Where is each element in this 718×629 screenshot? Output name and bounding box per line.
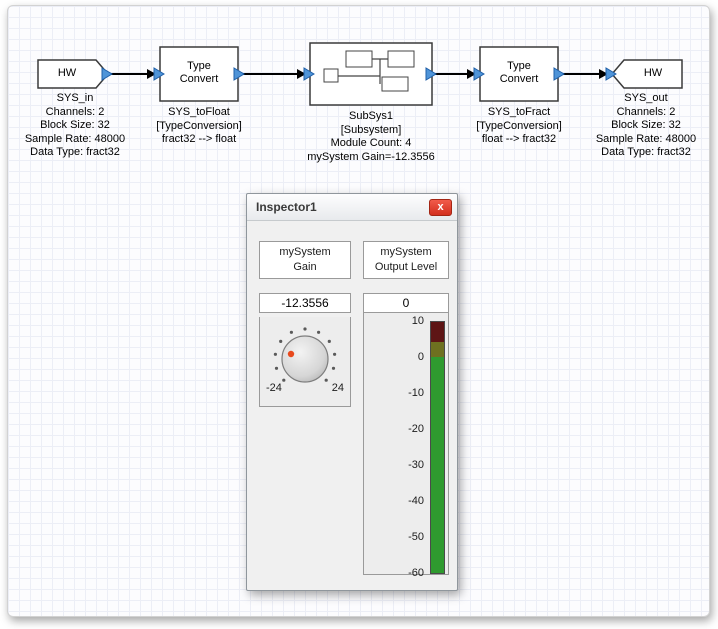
caption-line: SYS_toFract bbox=[487, 106, 551, 118]
input-pin-icon bbox=[473, 67, 485, 81]
knob-tick-dot bbox=[282, 378, 286, 382]
caption-line: Sample Rate: 48000 bbox=[595, 132, 697, 145]
output-level-value: 0 bbox=[363, 293, 449, 313]
output-level-panel: mySystem Output Level 0 10 0 -10 -20 -30… bbox=[363, 241, 449, 579]
caption-line: Channels: 2 bbox=[616, 105, 676, 118]
caption-line: float --> fract32 bbox=[481, 133, 557, 145]
type-convert-in-label: Type Convert bbox=[179, 60, 219, 85]
knob-tick-dot bbox=[303, 327, 307, 331]
meter-scale: 10 0 -10 -20 -30 -40 -50 -60 bbox=[364, 315, 424, 579]
meter-tick-label: 0 bbox=[417, 351, 424, 363]
knob-body[interactable] bbox=[281, 335, 329, 383]
knob-tick-dot bbox=[327, 339, 331, 343]
hw-input-caption: SYS_in Channels: 2 Block Size: 32 Sample… bbox=[10, 92, 140, 160]
caption-line: Data Type: fract32 bbox=[601, 146, 691, 158]
inspector-titlebar[interactable]: Inspector1 x bbox=[247, 194, 457, 221]
knob-tick-dot bbox=[279, 339, 283, 343]
caption-line: [Subsystem] bbox=[340, 123, 402, 136]
knob-tick-dot bbox=[333, 352, 337, 356]
level-meter-bar bbox=[430, 321, 445, 574]
inspector-window: Inspector1 x mySystem Gain -12.3556 bbox=[246, 193, 458, 591]
subsys-thumb-module bbox=[387, 50, 415, 68]
meter-tick-label: -60 bbox=[408, 567, 424, 579]
wire-arrow-icon bbox=[467, 69, 476, 79]
meter-tick-label: -20 bbox=[408, 423, 424, 435]
hw-input-block[interactable] bbox=[37, 59, 109, 89]
caption-line: Sample Rate: 48000 bbox=[24, 132, 126, 145]
meter-tick-label: 10 bbox=[411, 315, 424, 327]
wire-arrow-icon bbox=[599, 69, 608, 79]
caption-line: Block Size: 32 bbox=[40, 119, 110, 131]
gain-value-field[interactable]: -12.3556 bbox=[259, 293, 351, 313]
gain-max-label: 24 bbox=[331, 382, 344, 394]
gain-header: mySystem Gain bbox=[259, 241, 351, 279]
meter-tick-label: -30 bbox=[408, 459, 424, 471]
knob-tick-dot bbox=[324, 378, 328, 382]
knob-tick-dot bbox=[273, 352, 277, 356]
subsys-thumb-module bbox=[345, 50, 373, 68]
knob-tick-dot bbox=[274, 366, 279, 370]
caption-line: Block Size: 32 bbox=[611, 119, 681, 131]
subsystem-caption: SubSys1 [Subsystem] Module Count: 4 mySy… bbox=[291, 110, 451, 164]
hw-output-caption: SYS_out Channels: 2 Block Size: 32 Sampl… bbox=[582, 92, 709, 160]
close-button[interactable]: x bbox=[429, 199, 452, 216]
knob-indicator-icon bbox=[287, 350, 295, 358]
output-pin-icon bbox=[101, 67, 113, 81]
output-pin-icon bbox=[425, 67, 437, 81]
caption-line: SYS_in bbox=[56, 92, 94, 104]
gain-min-label: -24 bbox=[266, 382, 282, 394]
input-pin-icon bbox=[153, 67, 165, 81]
gain-panel: mySystem Gain -12.3556 bbox=[259, 241, 351, 407]
type-convert-out-label: Type Convert bbox=[499, 60, 539, 85]
caption-line: SYS_out bbox=[624, 92, 668, 104]
design-canvas: HW Type Convert Type Convert HW SYS_in C… bbox=[7, 5, 710, 617]
window-title: Inspector1 bbox=[256, 200, 317, 214]
subsys-thumb-module bbox=[381, 76, 409, 92]
hw-output-block[interactable] bbox=[611, 59, 683, 89]
output-pin-icon bbox=[553, 67, 565, 81]
output-level-header: mySystem Output Level bbox=[363, 241, 449, 279]
meter-tick-label: -10 bbox=[408, 387, 424, 399]
caption-line: Data Type: fract32 bbox=[30, 146, 120, 158]
output-pin-icon bbox=[233, 67, 245, 81]
caption-line: SYS_toFloat bbox=[168, 106, 230, 118]
meter-tick-label: -40 bbox=[408, 495, 424, 507]
knob-tick-dot bbox=[331, 366, 336, 370]
caption-line: [TypeConversion] bbox=[476, 119, 562, 132]
caption-line: SubSys1 bbox=[348, 110, 394, 122]
type-convert-out-caption: SYS_toFract [TypeConversion] float --> f… bbox=[451, 106, 587, 147]
gain-knob[interactable] bbox=[260, 317, 350, 395]
caption-line: Channels: 2 bbox=[45, 105, 105, 118]
hw-input-label: HW bbox=[57, 67, 77, 79]
input-pin-icon bbox=[303, 67, 315, 81]
type-convert-in-caption: SYS_toFloat [TypeConversion] fract32 -->… bbox=[131, 106, 267, 147]
knob-tick-dot bbox=[317, 330, 321, 334]
caption-line: mySystem Gain=-12.3556 bbox=[307, 150, 435, 163]
output-level-meter-area: 10 0 -10 -20 -30 -40 -50 -60 bbox=[363, 313, 449, 579]
hw-output-label: HW bbox=[643, 67, 663, 79]
wire-arrow-icon bbox=[297, 69, 306, 79]
meter-tick-label: -50 bbox=[408, 531, 424, 543]
signal-flow-diagram bbox=[37, 42, 683, 106]
input-pin-icon bbox=[605, 67, 617, 81]
subsys-thumb-module bbox=[323, 68, 339, 83]
close-icon: x bbox=[437, 201, 444, 213]
knob-tick-dot bbox=[289, 330, 293, 334]
gain-knob-area: -24 24 bbox=[259, 317, 351, 407]
wire-arrow-icon bbox=[147, 69, 156, 79]
caption-line: fract32 --> float bbox=[161, 133, 237, 145]
caption-line: Module Count: 4 bbox=[330, 137, 412, 149]
caption-line: [TypeConversion] bbox=[156, 119, 242, 132]
